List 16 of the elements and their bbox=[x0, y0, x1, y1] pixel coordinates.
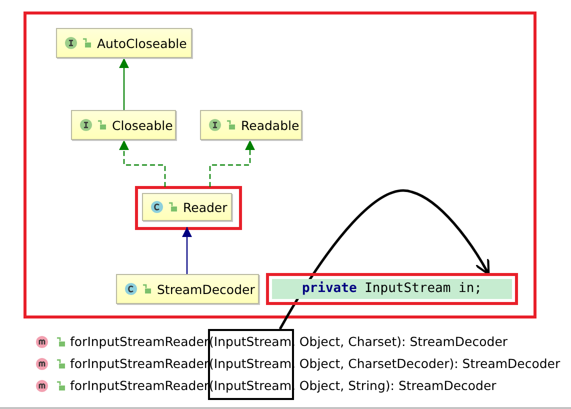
class-name: StreamDecoder bbox=[157, 282, 255, 296]
code-text: private InputStream in; bbox=[272, 279, 512, 299]
class-name: AutoCloseable bbox=[97, 36, 187, 50]
arrow bbox=[182, 227, 192, 274]
arrow bbox=[119, 58, 129, 110]
class-name: Readable bbox=[241, 118, 300, 132]
interface-box bbox=[200, 110, 302, 140]
interface-box bbox=[71, 110, 176, 140]
implements-arrow bbox=[209, 140, 255, 187]
interface-box bbox=[56, 28, 192, 58]
class-box bbox=[116, 274, 259, 304]
code-field-box bbox=[266, 273, 518, 305]
implements-arrow bbox=[119, 140, 166, 187]
class-box bbox=[142, 193, 232, 221]
class-name: Closeable bbox=[112, 118, 173, 132]
class-name: Reader bbox=[183, 200, 228, 214]
